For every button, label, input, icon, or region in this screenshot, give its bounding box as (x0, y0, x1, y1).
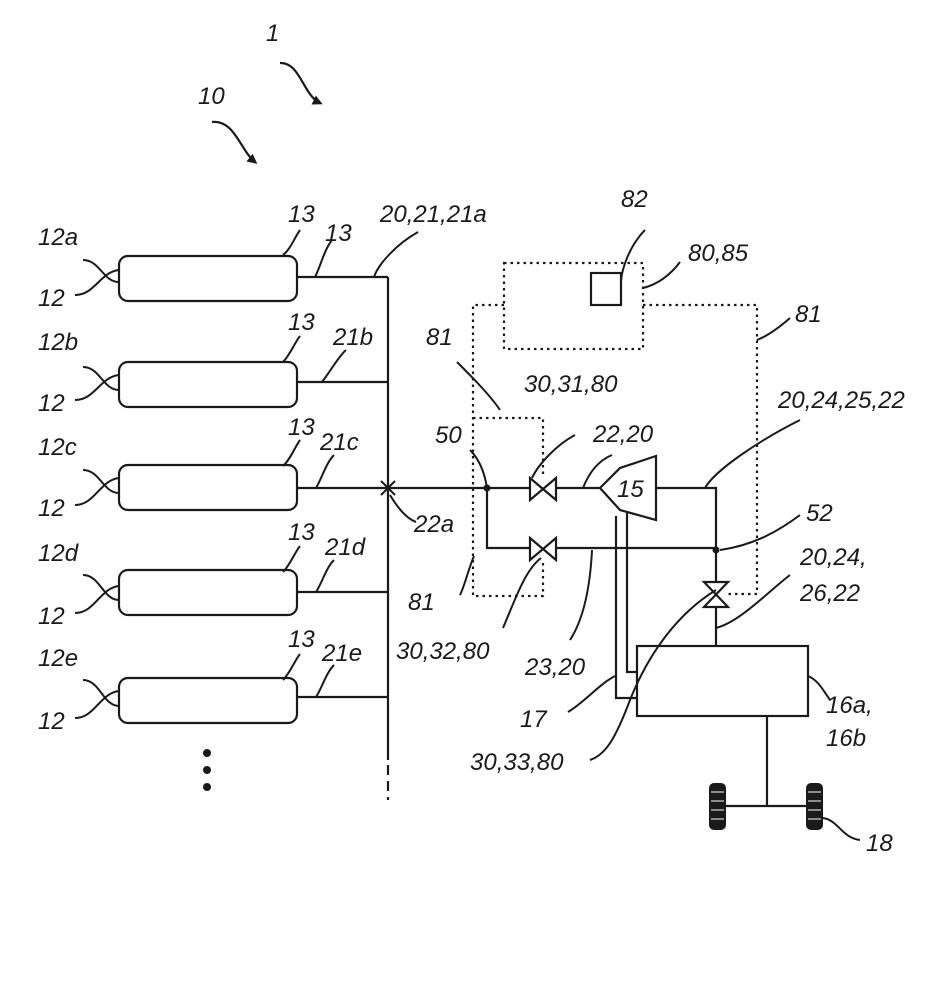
label-system: 1 (266, 20, 279, 47)
label-valve-31: 30,31,80 (524, 371, 618, 398)
label-controller: 80,85 (688, 240, 749, 267)
tank-c (119, 465, 297, 510)
pipe-25 (656, 488, 716, 550)
tank-a (119, 256, 297, 301)
label-bypass: 23,20 (524, 654, 586, 681)
engine (637, 646, 808, 716)
label-outlet: 13 (325, 220, 352, 247)
label-pipe-26-b: 26,22 (799, 580, 860, 607)
label-valve-33: 30,33,80 (470, 749, 564, 776)
label-control: 82 (621, 186, 648, 213)
label-tank: 12 (38, 603, 65, 630)
label-outlet: 13 (288, 309, 315, 336)
label-tank: 12 (38, 285, 65, 312)
label-branch-b: 21b (332, 324, 373, 351)
label-branch-c: 21c (319, 429, 359, 456)
tank-d (119, 570, 297, 615)
label-outlet: 13 (288, 414, 315, 441)
label-compressor: 15 (617, 476, 644, 503)
label-outlet: 13 (288, 519, 315, 546)
label-wheels: 18 (866, 830, 893, 857)
label-main-line: 20,21,21a (379, 201, 487, 228)
more-tanks-dot (203, 783, 211, 791)
arrow-1 (280, 63, 320, 103)
label-signal: 81 (408, 589, 435, 616)
label-tank: 12 (38, 390, 65, 417)
label-return: 17 (520, 706, 548, 733)
label-valve-32: 30,32,80 (396, 638, 490, 665)
label-branch-d: 21d (324, 534, 366, 561)
bypass-line-left (487, 488, 530, 548)
label-tank-d: 12d (38, 540, 79, 567)
label-outlet: 13 (288, 201, 315, 228)
label-pipe-26-a: 20,24, (799, 544, 867, 571)
label-tank-c: 12c (38, 434, 77, 461)
label-outlet: 13 (288, 626, 315, 653)
leader-lines (75, 230, 860, 840)
valve-31 (530, 478, 556, 500)
label-node-50: 50 (435, 422, 462, 449)
label-storage: 10 (198, 83, 225, 110)
wheel-right (806, 783, 823, 830)
label-tank: 12 (38, 495, 65, 522)
label-node-52: 52 (806, 500, 833, 527)
label-branch-e: 21e (321, 640, 362, 667)
signal-line-right (643, 305, 757, 594)
label-signal: 81 (426, 324, 453, 351)
return-line-inner (627, 513, 637, 672)
wheel-left (709, 783, 726, 830)
label-tank-b: 12b (38, 329, 78, 356)
label-pipe-22: 22,20 (592, 421, 654, 448)
label-tank-a: 12a (38, 224, 78, 251)
label-tank-e: 12e (38, 645, 78, 672)
tank-e (119, 678, 297, 723)
label-engine-b: 16b (826, 725, 866, 752)
label-engine-a: 16a, (826, 692, 873, 719)
signal-line-inner (473, 418, 543, 478)
control-unit-82 (591, 273, 621, 305)
label-junction: 22a (413, 511, 454, 538)
label-tank: 12 (38, 708, 65, 735)
label-signal: 81 (795, 301, 822, 328)
arrow-10 (212, 122, 255, 162)
more-tanks-dot (203, 749, 211, 757)
valve-32 (530, 538, 556, 560)
label-pipe-25: 20,24,25,22 (777, 387, 905, 414)
tank-b (119, 362, 297, 407)
more-tanks-dot (203, 766, 211, 774)
